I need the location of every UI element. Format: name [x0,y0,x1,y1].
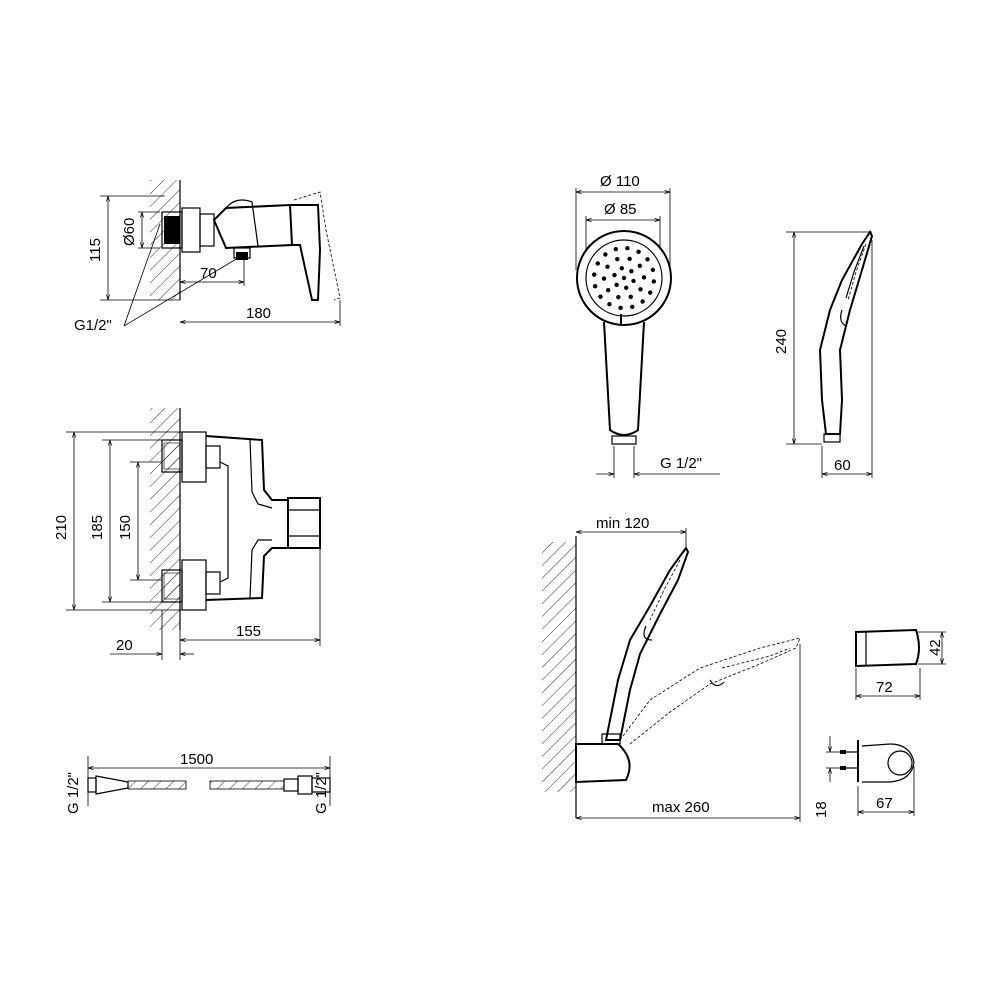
shower-head-front: Ø 110 Ø 85 G 1/2" [575,173,720,478]
hose-thread-right: G 1/2" [313,772,330,814]
hose-thread-left: G 1/2" [65,772,82,814]
dim-155: 155 [236,623,261,640]
nozzle-dot [650,267,656,272]
nozzle-dot [605,288,611,293]
nozzle-dot [641,275,647,280]
nozzle-dot [613,246,618,252]
spray-nozzles [591,245,657,311]
dim-240: 240 [773,329,790,354]
nozzle-dot [630,304,635,310]
dim-d85: Ø 85 [604,201,637,218]
label-thread: G1/2" [74,317,112,334]
nozzle-dot [618,305,623,311]
nozzle-dot [621,275,627,281]
holder-clip: 42 72 [855,628,946,700]
shower-hose: 1500 G 1/2" G 1/2" [65,751,331,814]
nozzle-dot [592,284,598,289]
wall-mount-assembly: min 120 max 260 [542,515,801,822]
dim-d60: Ø60 [121,218,138,246]
nozzle-dot [595,261,600,266]
wall-bracket: 18 67 [813,736,915,818]
dim-42: 42 [927,639,944,656]
nozzle-dot [629,269,634,274]
nozzle-dot [625,245,630,251]
nozzle-dot [614,282,619,287]
dim-180: 180 [246,305,271,322]
nozzle-dot [624,285,629,290]
dim-min120: min 120 [596,515,649,532]
dim-185: 185 [89,515,106,540]
wall-hatch [542,542,576,792]
nozzle-dot [605,264,610,269]
nozzle-dot [637,263,643,268]
label-g12-head: G 1/2" [660,455,702,472]
nozzle-dot [619,266,624,271]
nozzle-dot [615,256,620,262]
mixer-side-view: 115 Ø60 70 180 G1/2" [74,180,341,334]
nozzle-dot [603,252,608,257]
nozzle-dot [616,294,621,300]
nozzle-dot [591,272,597,277]
dim-115: 115 [87,238,104,262]
nozzle-dot [645,257,650,262]
mixer-front-view: 210 185 150 20 155 [53,408,321,660]
dim-20: 20 [116,637,133,654]
nozzle-dot [636,249,641,254]
dim-d110: Ø 110 [600,173,640,190]
nozzle-dot [651,279,657,284]
nozzle-dot [598,294,603,299]
nozzle-dot [627,256,632,262]
shower-head-side: 240 60 [773,230,874,478]
dim-1500: 1500 [180,751,213,768]
dim-210: 210 [53,515,70,540]
nozzle-dot [631,278,636,284]
dim-72: 72 [876,679,893,696]
dim-60: 60 [834,457,851,474]
nozzle-dot [638,287,643,292]
dim-150: 150 [117,515,134,540]
nozzle-dot [612,272,617,278]
nozzle-dot [648,290,653,295]
dim-67: 67 [876,795,893,812]
dim-18: 18 [813,801,830,818]
nozzle-dot [601,276,607,281]
nozzle-dot [640,299,645,304]
nozzle-dot [628,294,633,300]
dim-max260: max 260 [652,799,710,816]
nozzle-dot [607,302,612,307]
